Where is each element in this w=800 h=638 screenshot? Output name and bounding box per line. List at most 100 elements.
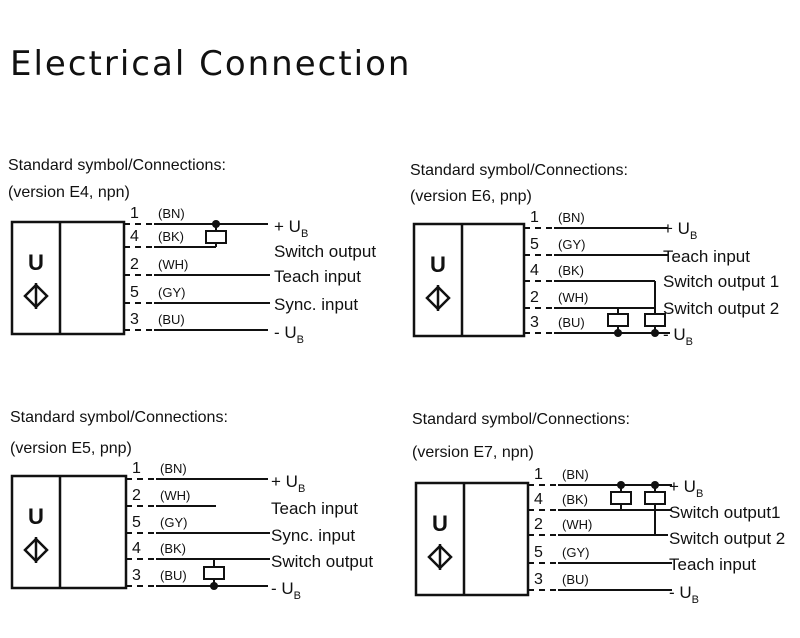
wire-color-code: (BK) xyxy=(160,541,186,556)
wire-color-code: (BU) xyxy=(562,572,589,587)
wire-label-text: Sync. input xyxy=(274,295,358,314)
load-resistor xyxy=(607,313,629,327)
page-title: Electrical Connection xyxy=(10,44,412,84)
wire-label-text: Switch output 2 xyxy=(669,529,785,548)
diagram-panel: Standard symbol/Connections: (version E5,… xyxy=(10,409,373,602)
wire-color-code: (WH) xyxy=(562,517,592,532)
wire-label: Teach input xyxy=(669,555,756,574)
pin-number: 5 xyxy=(534,544,543,561)
pin-number: 3 xyxy=(132,567,141,584)
wire-label: Switch output1 xyxy=(669,503,781,522)
pin-number: 4 xyxy=(132,540,141,557)
wire-label-subscript: B xyxy=(298,483,305,495)
wire-color-code: (BU) xyxy=(160,568,187,583)
sensor-box xyxy=(10,220,126,336)
panel-version: (version E5, pnp) xyxy=(10,440,132,457)
wire-label-text: - U xyxy=(669,583,692,602)
wire-label-text: - U xyxy=(274,323,297,342)
junction-dot xyxy=(210,582,218,590)
wire-label: - UB xyxy=(663,325,693,348)
wire-label: + UB xyxy=(274,217,308,240)
wire-color-code: (BN) xyxy=(160,461,187,476)
pin-number: 5 xyxy=(530,236,539,253)
wire-color-code: (WH) xyxy=(160,488,190,503)
panel-heading: Standard symbol/Connections: xyxy=(8,157,226,174)
sensor-symbol-label: U xyxy=(28,250,44,275)
wire-label-text: Switch output 2 xyxy=(663,299,779,318)
wire-label-subscript: B xyxy=(690,230,697,242)
wire-color-code: (BK) xyxy=(562,492,588,507)
wire-color-code: (GY) xyxy=(562,545,589,560)
pin-number: 4 xyxy=(534,491,543,508)
sensor-symbol-label: U xyxy=(432,511,448,536)
wire-color-code: (BN) xyxy=(158,206,185,221)
wire-color-code: (WH) xyxy=(158,257,188,272)
load-resistor xyxy=(205,230,227,244)
wire-label-subscript: B xyxy=(294,590,301,602)
wire-label-text: Sync. input xyxy=(271,526,355,545)
wire-color-code: (GY) xyxy=(160,515,187,530)
sensor-box xyxy=(412,222,526,338)
panel-version: (version E4, npn) xyxy=(8,184,130,201)
wire-label-text: Teach input xyxy=(271,499,358,518)
load-resistor xyxy=(644,313,666,327)
wire-color-code: (BU) xyxy=(558,315,585,330)
wire-label: Sync. input xyxy=(274,295,358,314)
wire-label-text: Switch output1 xyxy=(669,503,781,522)
wire-label-text: Teach input xyxy=(669,555,756,574)
load-resistor xyxy=(644,491,666,505)
wire-label: Switch output xyxy=(271,552,373,571)
wire-color-code: (BN) xyxy=(562,467,589,482)
wire-label: + UB xyxy=(663,219,697,242)
wire-color-code: (GY) xyxy=(158,285,185,300)
wire-label-text: + U xyxy=(669,477,696,496)
wire-color-code: (BK) xyxy=(558,263,584,278)
wire-label-subscript: B xyxy=(686,336,693,348)
wire-label-subscript: B xyxy=(696,488,703,500)
wire-label: Teach input xyxy=(274,267,361,286)
panel-heading: Standard symbol/Connections: xyxy=(410,162,628,179)
panel-heading: Standard symbol/Connections: xyxy=(412,411,630,428)
pin-number: 3 xyxy=(130,311,139,328)
wire-label: Switch output 1 xyxy=(663,272,779,291)
diagram-panel: Standard symbol/Connections: (version E7,… xyxy=(412,411,785,606)
pin-number: 2 xyxy=(530,289,539,306)
wire-label: Switch output 2 xyxy=(663,299,779,318)
wire-label-text: + U xyxy=(663,219,690,238)
panel-version: (version E7, npn) xyxy=(412,444,534,461)
wire-label: Sync. input xyxy=(271,526,355,545)
sensor-symbol-label: U xyxy=(430,252,446,277)
junction-dot xyxy=(651,329,659,337)
wire-label-text: Switch output 1 xyxy=(663,272,779,291)
wire-label: - UB xyxy=(274,323,304,346)
diagram-panel: Standard symbol/Connections:(version E6,… xyxy=(410,162,779,348)
pin-number: 3 xyxy=(534,571,543,588)
pin-number: 1 xyxy=(530,209,539,226)
pin-number: 2 xyxy=(130,256,139,273)
wire-color-code: (BN) xyxy=(558,210,585,225)
pin-number: 4 xyxy=(130,228,139,245)
pin-number: 1 xyxy=(534,466,543,483)
pin-number: 2 xyxy=(132,487,141,504)
pin-number: 5 xyxy=(132,514,141,531)
wire-color-code: (WH) xyxy=(558,290,588,305)
pin-number: 1 xyxy=(130,205,139,222)
wire-label: - UB xyxy=(271,579,301,602)
wire-label-text: Teach input xyxy=(663,247,750,266)
wire-label-text: - U xyxy=(271,579,294,598)
wire-label-text: + U xyxy=(274,217,301,236)
pin-number: 3 xyxy=(530,314,539,331)
wire-label-text: Switch output xyxy=(271,552,373,571)
sensor-box xyxy=(414,481,530,597)
wire-label: Switch output xyxy=(274,242,376,261)
wire-label-text: Teach input xyxy=(274,267,361,286)
wire-label: - UB xyxy=(669,583,699,606)
wire-label: + UB xyxy=(669,477,703,500)
pin-number: 4 xyxy=(530,262,539,279)
wire-color-code: (BK) xyxy=(158,229,184,244)
panel-heading: Standard symbol/Connections: xyxy=(10,409,228,426)
load-resistor xyxy=(610,491,632,505)
wire-label: Teach input xyxy=(663,247,750,266)
wire-label-text: - U xyxy=(663,325,686,344)
